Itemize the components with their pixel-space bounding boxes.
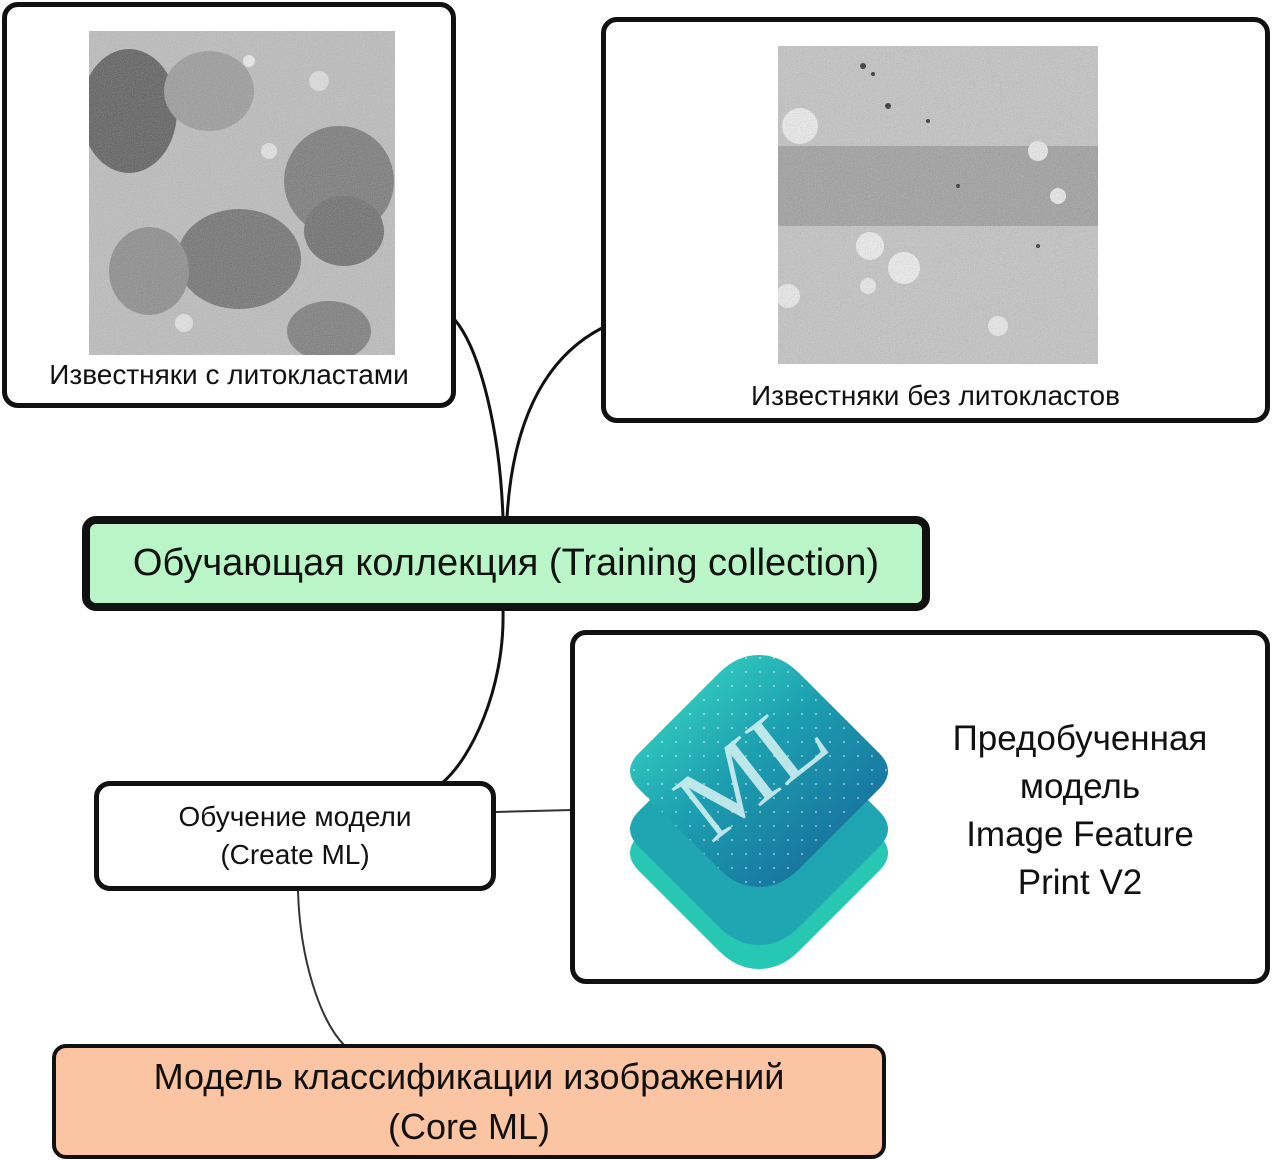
- limestone-without-caption: Известняки без литокластов: [750, 380, 1120, 411]
- model-training-subtitle: (Create ML): [220, 839, 370, 870]
- pretrained-model-node: ML Предобученная модель Image Feature Pr…: [570, 630, 1270, 984]
- edge-training-to-without: [505, 326, 603, 519]
- classification-model-title: Модель классификации изображений: [153, 1055, 785, 1097]
- create-ml-icon: ML: [630, 655, 888, 969]
- pretrained-line: модель: [1019, 767, 1141, 806]
- pretrained-model-label: Предобученная модель Image Feature Print…: [915, 715, 1245, 907]
- classification-model-subtitle: (Core ML): [387, 1105, 551, 1147]
- model-training-node: Обучение модели (Create ML): [94, 781, 496, 891]
- pretrained-line: Предобученная: [952, 719, 1208, 758]
- image-classification-model-node: Модель классификации изображений (Core M…: [52, 1044, 886, 1159]
- edge-training-to-createml: [441, 609, 505, 785]
- micrograph-image: [778, 46, 1098, 364]
- pretrained-line: Print V2: [1017, 863, 1143, 902]
- edge-training-to-with: [453, 319, 505, 519]
- limestone-with-caption: Известняки с литокластами: [49, 359, 409, 390]
- training-collection-label: Обучающая коллекция (Training collection…: [132, 542, 880, 584]
- pretrained-line: Image Feature: [966, 815, 1194, 854]
- model-training-title: Обучение модели: [178, 801, 412, 832]
- micrograph-image: [89, 31, 395, 355]
- edge-pretrained-to-createml: [495, 809, 573, 813]
- limestone-with-lithoclasts-node: Известняки с литокластами: [2, 2, 456, 408]
- edge-createml-to-coreml: [297, 890, 345, 1046]
- training-collection-node: Обучающая коллекция (Training collection…: [82, 516, 930, 611]
- limestone-without-lithoclasts-node: Известняки без литокластов: [601, 17, 1270, 423]
